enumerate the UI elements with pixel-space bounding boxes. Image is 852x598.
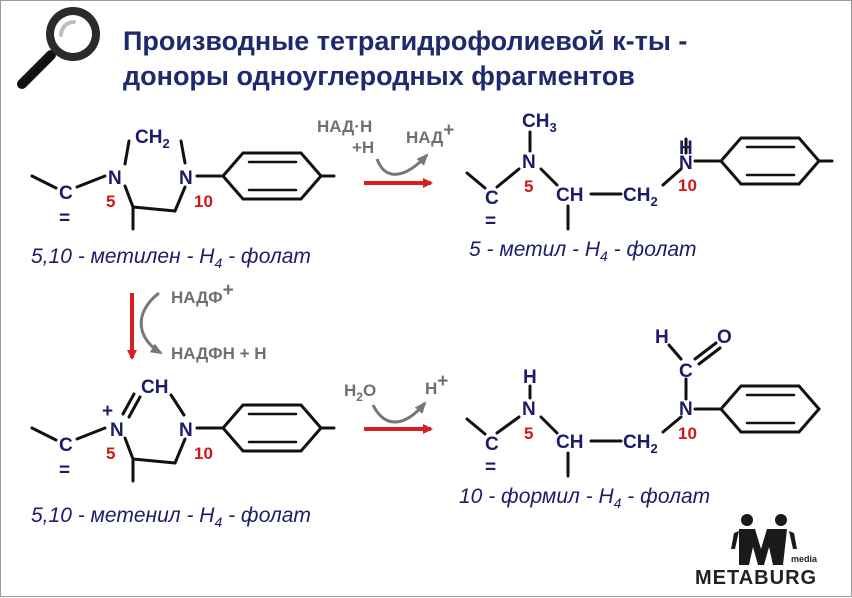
atom-o: O xyxy=(717,327,732,348)
caption-methylene: 5,10 - метилен - H4 - фолат xyxy=(31,245,311,271)
label-10: 10 xyxy=(678,176,697,195)
group-ch2: CH2 xyxy=(623,185,658,209)
label-10: 10 xyxy=(678,424,697,443)
group-ch: CH xyxy=(141,377,168,398)
atom-h-formyl: H xyxy=(655,327,669,348)
caption-methenyl: 5,10 - метенил - H4 - фолат xyxy=(31,504,311,530)
group-ch: CH xyxy=(556,185,583,206)
atom-n10: N xyxy=(179,168,193,189)
reagent-h-plus: H+ xyxy=(425,371,448,398)
reagent-nadh: НАД·Н xyxy=(317,117,372,136)
label-10: 10 xyxy=(194,192,213,211)
metaburg-logo: media METABURG xyxy=(695,514,818,589)
molecule-methyl xyxy=(465,130,834,231)
magnifier-icon xyxy=(17,7,100,89)
atom-c-formyl: C xyxy=(679,361,693,382)
double-bond-mark: = xyxy=(59,208,70,229)
atom-n5: N xyxy=(108,168,122,189)
reagent-nadph-h: НАДФН + Н xyxy=(171,344,267,363)
atom-n10: N xyxy=(179,420,193,441)
label-5: 5 xyxy=(106,444,115,463)
title-line-1: Производные тетрагидрофолиевой к-ты - xyxy=(123,26,688,56)
group-ch3: CH3 xyxy=(522,111,557,135)
label-10: 10 xyxy=(194,444,213,463)
caption-methyl: 5 - метил - H4 - фолат xyxy=(469,238,697,264)
reagent-nad-plus: НАД+ xyxy=(406,120,454,147)
double-bond-mark: = xyxy=(485,457,496,478)
molecule-methylene xyxy=(30,139,336,231)
group-ch2: CH2 xyxy=(623,432,658,456)
atom-c: C xyxy=(59,435,73,456)
reagent-plus-h: +H xyxy=(352,138,374,157)
atom-h5: H xyxy=(523,367,537,388)
charge-plus: + xyxy=(102,401,113,422)
atom-n10: N xyxy=(679,153,693,174)
title-line-2: доноры одноуглеродных фрагментов xyxy=(123,61,635,91)
label-5: 5 xyxy=(106,192,115,211)
molecule-formyl xyxy=(465,341,821,478)
group-ch2: CH2 xyxy=(135,127,170,151)
atom-n10: N xyxy=(679,399,693,420)
atom-n5: N xyxy=(522,152,536,173)
atom-c: C xyxy=(59,183,73,204)
double-bond-mark: = xyxy=(485,211,496,232)
label-5: 5 xyxy=(524,177,533,196)
double-bond-mark: = xyxy=(59,460,70,481)
molecule-methenyl xyxy=(30,392,336,483)
caption-formyl: 10 - формил - H4 - фолат xyxy=(459,485,710,511)
reagent-arrow-3 xyxy=(371,401,427,424)
group-ch: CH xyxy=(556,432,583,453)
brand-name: METABURG xyxy=(695,567,817,589)
atom-c: C xyxy=(485,434,499,455)
reagent-nadp-plus: НАДФ+ xyxy=(171,280,234,307)
atom-n5: N xyxy=(110,420,124,441)
reagent-arrow-1 xyxy=(375,153,429,176)
atom-h10: H xyxy=(679,138,693,159)
atom-c: C xyxy=(485,188,499,209)
reagent-arrow-2 xyxy=(139,291,163,355)
brand-sub: media xyxy=(791,554,818,564)
label-5: 5 xyxy=(524,424,533,443)
reagent-h2o: H2O xyxy=(344,381,376,404)
atom-n5: N xyxy=(522,399,536,420)
